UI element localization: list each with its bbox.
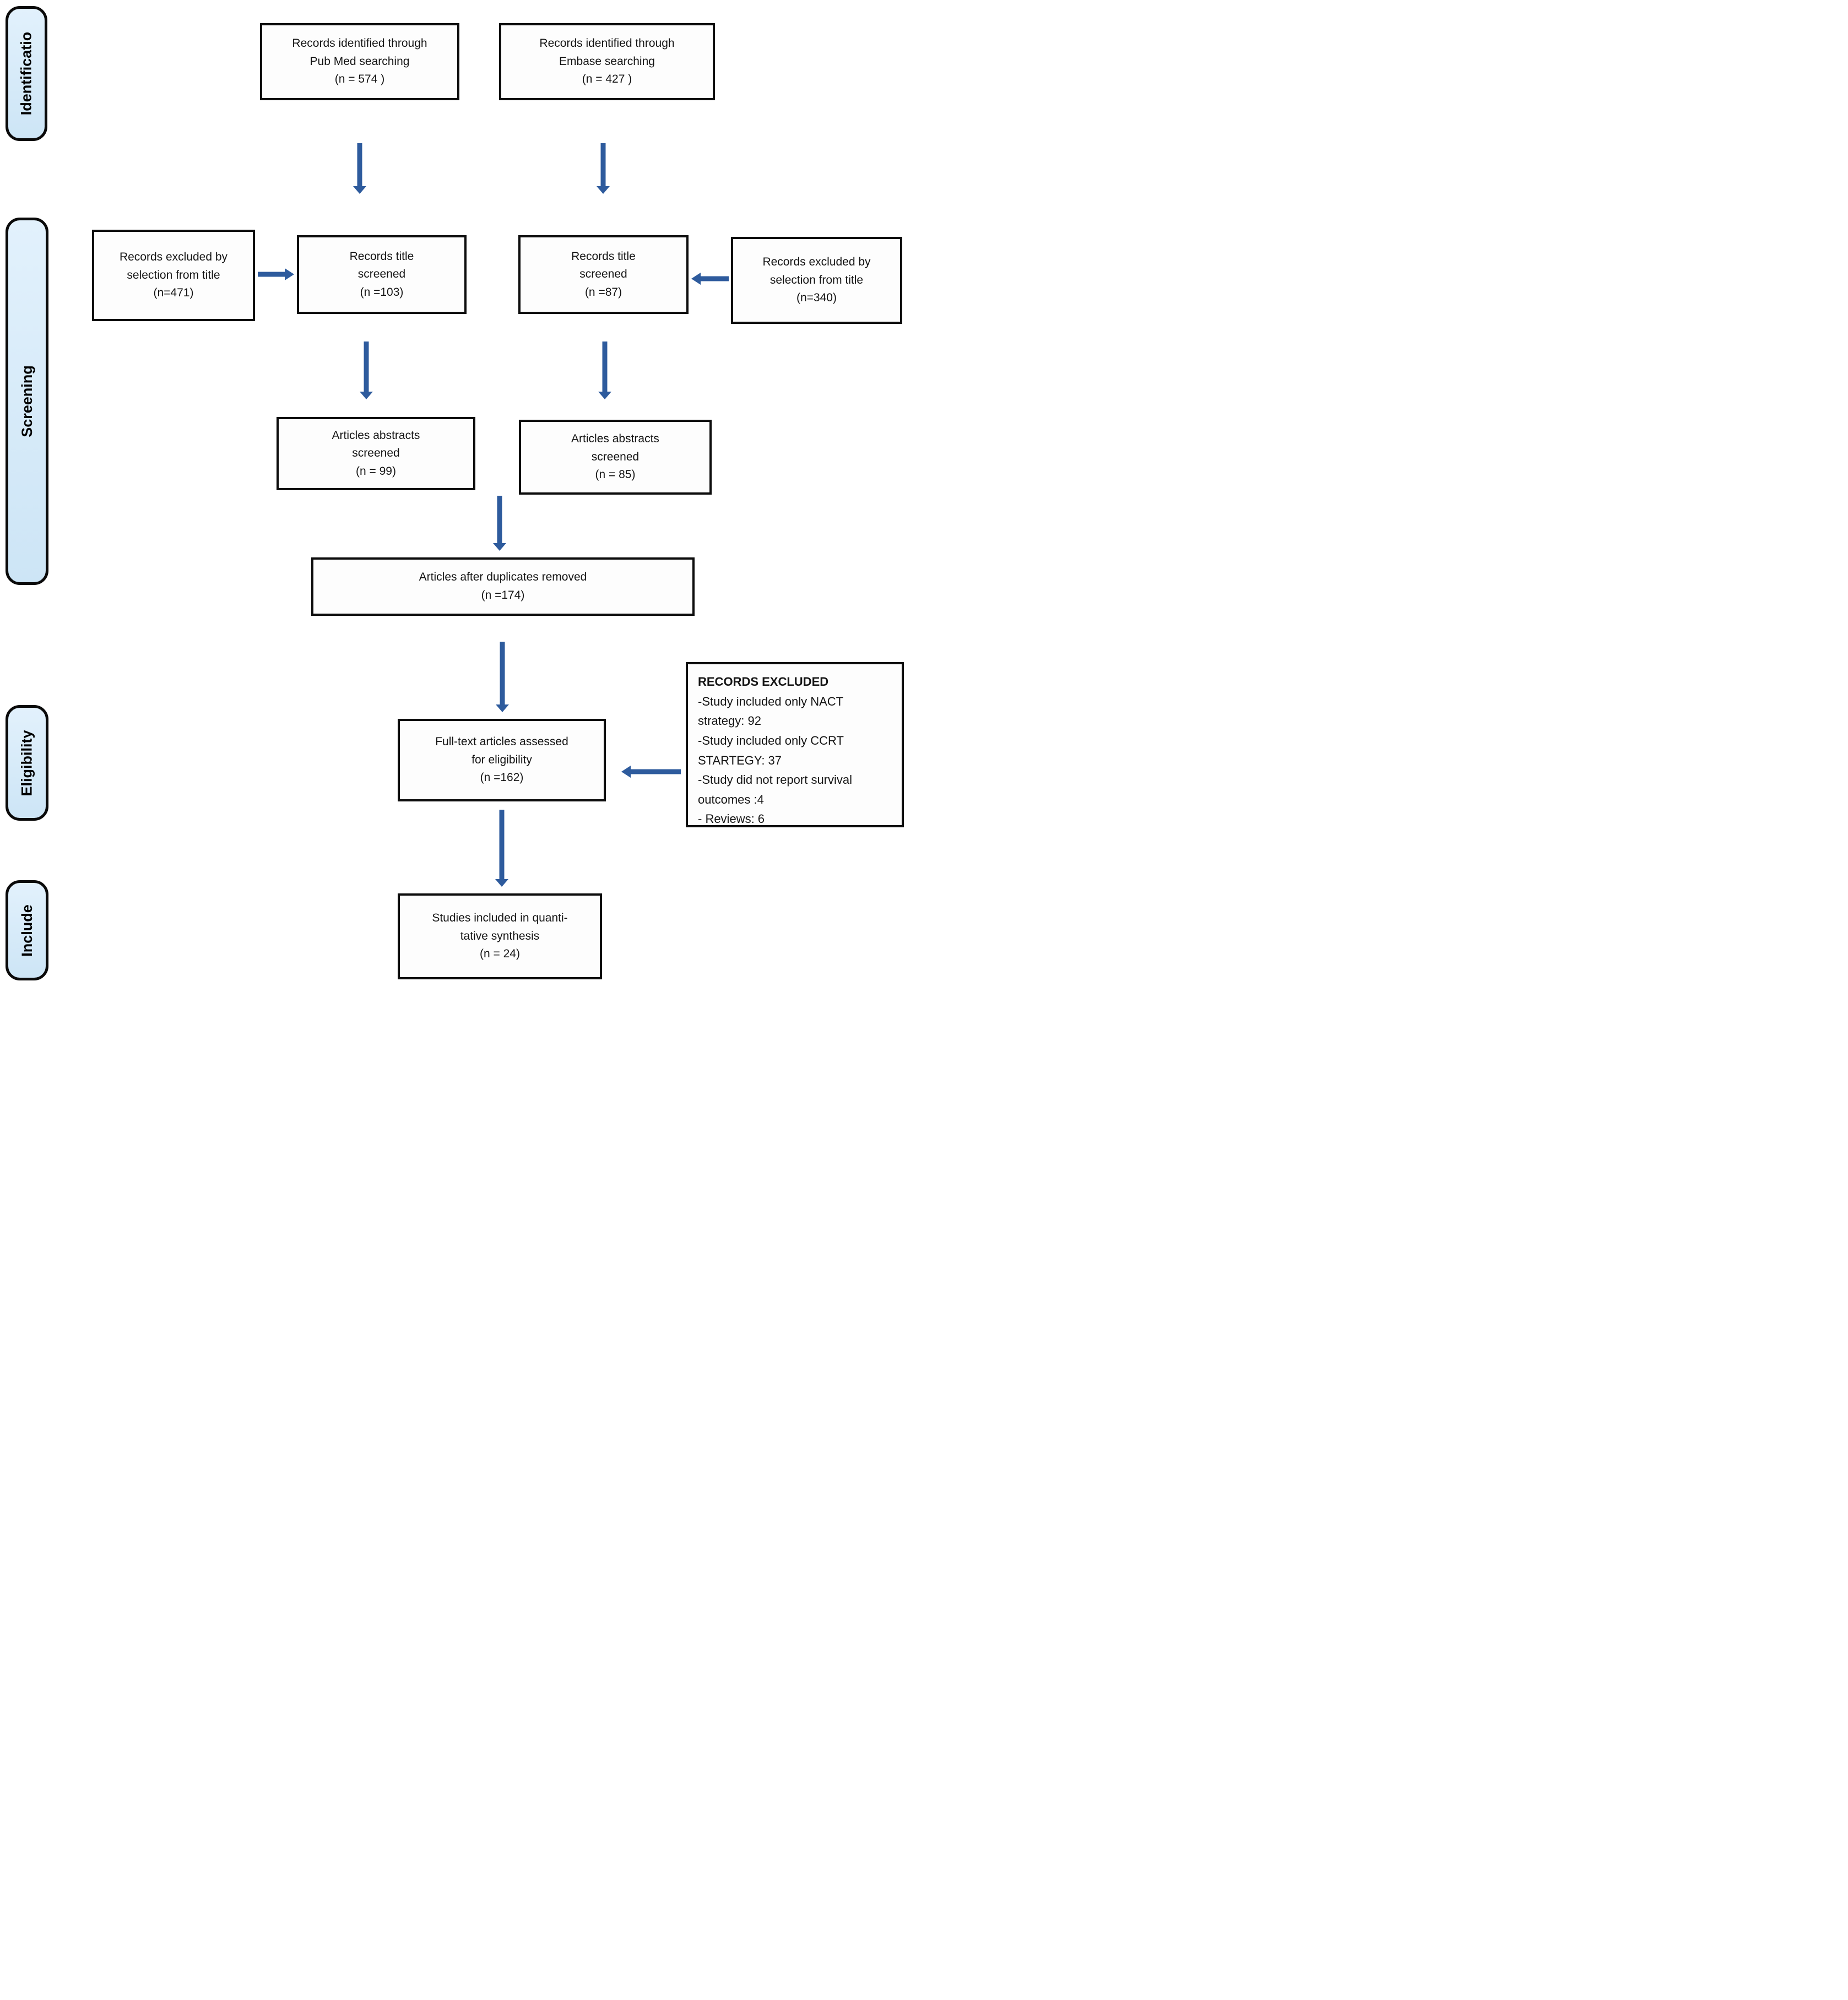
- box-records-excluded-reasons: RECORDS EXCLUDED -Study included only NA…: [686, 662, 904, 827]
- arrow-down-icon: [496, 642, 509, 712]
- box-abstracts-screened-embase: Articles abstracts screened (n = 85): [519, 420, 712, 495]
- box-records-excluded-title-right-text: Records excluded by selection from title…: [762, 256, 871, 305]
- arrow-left-icon: [691, 270, 729, 287]
- box-records-title-screened-pubmed-text: Records title screened (n =103): [349, 250, 414, 299]
- box-studies-included-text: Studies included in quanti- tative synth…: [432, 912, 568, 961]
- arrow-down-icon: [353, 143, 366, 194]
- records-excluded-items: -Study included only NACT strategy: 92 -…: [698, 694, 853, 826]
- stage-label-identification-text: Identificatio: [18, 31, 35, 116]
- box-records-identified-embase-text: Records identified through Embase search…: [539, 37, 675, 86]
- arrow-down-icon: [597, 143, 610, 194]
- arrow-down-icon: [495, 810, 508, 887]
- box-records-identified-pubmed-text: Records identified through Pub Med searc…: [292, 37, 427, 86]
- stage-label-include: Include: [6, 880, 48, 980]
- box-duplicates-removed-text: Articles after duplicates removed (n =17…: [419, 571, 587, 601]
- box-records-identified-pubmed: Records identified through Pub Med searc…: [260, 23, 459, 100]
- stage-label-eligibility-text: Eligibility: [18, 729, 35, 796]
- box-abstracts-screened-embase-text: Articles abstracts screened (n = 85): [571, 432, 659, 481]
- stage-label-eligibility: Eligibility: [6, 705, 48, 821]
- arrow-down-icon: [360, 342, 373, 399]
- box-records-title-screened-embase: Records title screened (n =87): [518, 235, 689, 314]
- stage-label-screening-text: Screening: [18, 365, 35, 437]
- arrow-down-icon: [493, 496, 506, 551]
- stage-label-screening: Screening: [6, 218, 48, 585]
- box-records-excluded-title-left: Records excluded by selection from title…: [92, 230, 255, 321]
- box-abstracts-screened-pubmed: Articles abstracts screened (n = 99): [277, 417, 475, 490]
- stage-label-include-text: Include: [18, 904, 35, 957]
- box-fulltext-assessed: Full-text articles assessed for eligibil…: [398, 719, 606, 801]
- box-fulltext-assessed-text: Full-text articles assessed for eligibil…: [435, 735, 568, 784]
- arrow-right-icon: [258, 266, 294, 283]
- arrow-down-icon: [598, 342, 611, 399]
- box-records-excluded-title-left-text: Records excluded by selection from title…: [119, 251, 228, 300]
- prisma-flow-diagram: Identificatio Screening Eligibility Incl…: [0, 0, 924, 1000]
- box-duplicates-removed: Articles after duplicates removed (n =17…: [311, 557, 695, 616]
- box-records-identified-embase: Records identified through Embase search…: [499, 23, 715, 100]
- box-records-title-screened-embase-text: Records title screened (n =87): [571, 250, 636, 299]
- box-records-title-screened-pubmed: Records title screened (n =103): [297, 235, 467, 314]
- box-abstracts-screened-pubmed-text: Articles abstracts screened (n = 99): [332, 429, 420, 478]
- stage-label-identification: Identificatio: [6, 6, 47, 141]
- arrow-left-icon: [621, 763, 681, 780]
- box-studies-included: Studies included in quanti- tative synth…: [398, 893, 602, 979]
- box-records-excluded-title-right: Records excluded by selection from title…: [731, 237, 902, 324]
- records-excluded-title: RECORDS EXCLUDED: [698, 675, 829, 689]
